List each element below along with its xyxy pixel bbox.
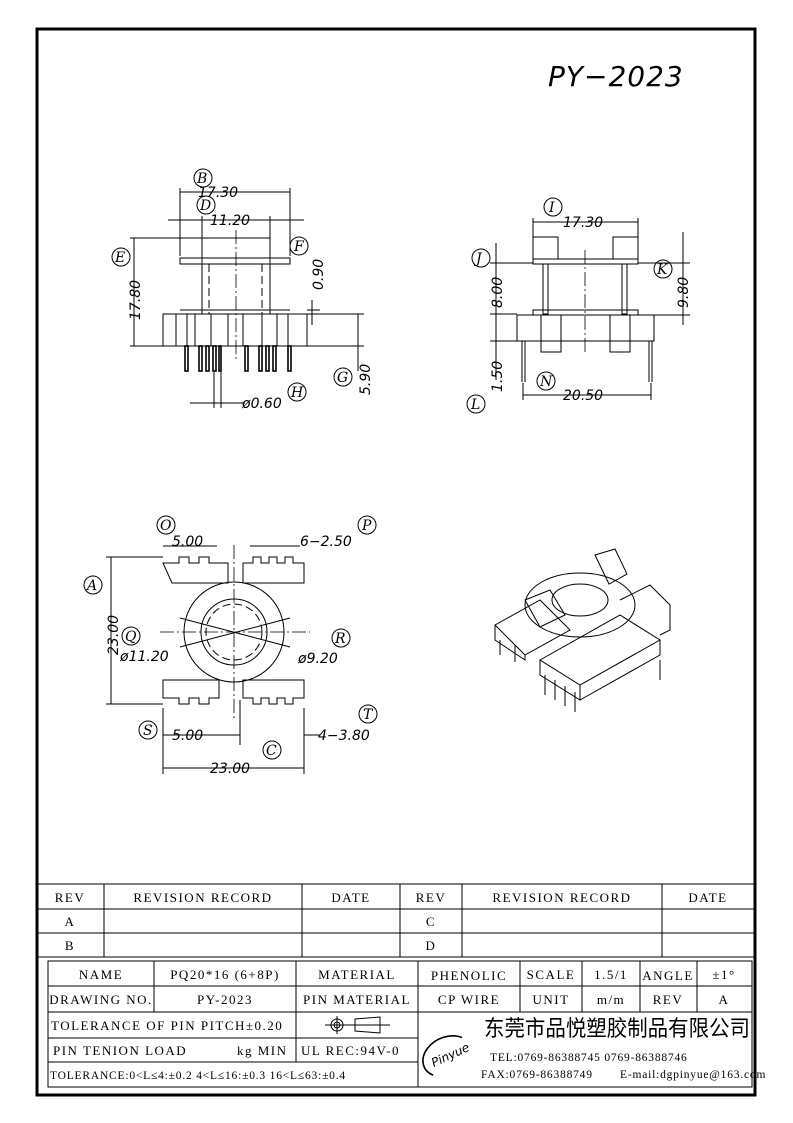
dim-k: 9.80 (676, 277, 692, 308)
balloons-side: I J K L N (466, 197, 673, 414)
scale-label: SCALE (527, 967, 576, 982)
svg-text:N: N (539, 374, 553, 390)
dim-b: 17.30 (198, 185, 238, 201)
dim-h: ø0.60 (241, 396, 282, 412)
svg-text:C: C (266, 743, 277, 759)
drawing-title: PY−2023 (548, 60, 684, 93)
rev-a: A (65, 914, 76, 929)
pin-material-label: PIN MATERIAL (303, 992, 411, 1007)
pin-pitch-tolerance: TOLERANCE OF PIN PITCH±0.20 (51, 1018, 283, 1033)
side-view: 17.30 8.00 9.80 1.50 20.50 I J K L N (466, 197, 692, 414)
svg-text:B: B (196, 171, 207, 187)
dim-r: ø9.20 (297, 651, 338, 667)
material-label: MATERIAL (318, 967, 396, 982)
svg-text:H: H (290, 385, 304, 401)
rev-b: B (65, 938, 75, 953)
name-label: NAME (79, 967, 123, 982)
dim-p: 6−2.50 (300, 534, 352, 550)
dim-s: 5.00 (172, 728, 203, 744)
tolerance-text: TOLERANCE:0<L≤4:±0.2 4<L≤16:±0.3 16<L≤63… (50, 1070, 346, 1082)
rev-value: A (719, 992, 730, 1007)
revision-table: REV REVISION RECORD DATE REV REVISION RE… (37, 883, 755, 958)
scale-value: 1.5/1 (594, 967, 628, 982)
date-header-1: DATE (331, 890, 370, 905)
front-view: 17.30 11.20 0.90 17.80 5.90 ø0.60 B D E … (111, 168, 374, 412)
title-block: NAME PQ20*16 (6+8P) MATERIAL PHENOLIC SC… (47, 960, 766, 1088)
pin-tension-label: PIN TENION LOAD (53, 1043, 187, 1058)
svg-text:I: I (548, 200, 555, 216)
company-fax: FAX:0769-86388749 (481, 1069, 593, 1081)
balloons-bottom: O P A Q R S T C (83, 515, 378, 760)
dim-e: 17.80 (128, 280, 144, 320)
dim-o: 5.00 (172, 534, 203, 550)
rev-header-1: REV (55, 890, 86, 905)
company-email: E-mail:dgpinyue@163.com (620, 1069, 766, 1081)
pin-tension-unit: kg MIN (237, 1043, 288, 1058)
svg-text:R: R (334, 631, 346, 647)
dim-g: 5.90 (358, 364, 374, 395)
dim-q: ø11.20 (119, 649, 169, 665)
date-header-2: DATE (688, 890, 727, 905)
dim-d: 11.20 (210, 213, 250, 229)
sheet-border (35, 27, 757, 1097)
ul-rec: UL REC:94V-0 (301, 1043, 400, 1058)
dim-c: 23.00 (210, 761, 250, 777)
revision-record-header-2: REVISION RECORD (492, 890, 631, 905)
balloons-front: B D E F G H (111, 168, 353, 402)
bottom-view: 5.00 6−2.50 23.00 ø11.20 ø9.20 5.00 4−3.… (83, 515, 378, 777)
drawing-no-label: DRAWING NO. (49, 992, 153, 1007)
rev-c: C (426, 914, 436, 929)
revision-record-header-1: REVISION RECORD (133, 890, 272, 905)
projection-symbol-icon (325, 1016, 390, 1034)
svg-text:D: D (199, 198, 211, 214)
company-name: 东莞市品悦塑胶制品有限公司 (484, 1017, 750, 1042)
dim-i: 17.30 (563, 215, 603, 231)
pin-material-value: CP WIRE (438, 992, 500, 1007)
rev-header-2: REV (416, 890, 447, 905)
angle-label: ANGLE (642, 968, 694, 983)
svg-text:L: L (470, 397, 480, 413)
name-value: PQ20*16 (6+8P) (170, 967, 280, 982)
svg-text:P: P (361, 518, 372, 534)
svg-text:T: T (363, 707, 374, 723)
dim-f: 0.90 (311, 259, 327, 290)
dim-n: 20.50 (563, 388, 603, 404)
svg-text:Pinyue: Pinyue (429, 1040, 471, 1070)
svg-text:J: J (473, 251, 483, 267)
svg-text:F: F (293, 239, 305, 255)
svg-text:G: G (337, 370, 348, 386)
svg-text:Q: Q (125, 629, 137, 645)
svg-text:A: A (85, 578, 97, 594)
dim-t: 4−3.80 (318, 728, 370, 744)
unit-label: UNIT (532, 992, 569, 1007)
drawing-no-value: PY-2023 (197, 992, 253, 1007)
svg-text:O: O (160, 518, 172, 534)
unit-value: m/m (597, 992, 625, 1007)
dim-j: 8.00 (490, 277, 506, 308)
company-tel: TEL:0769-86388745 0769-86388746 (490, 1052, 688, 1064)
svg-text:E: E (114, 250, 125, 266)
angle-value: ±1° (712, 967, 735, 982)
company-logo: Pinyue (422, 1035, 472, 1076)
dim-a: 23.00 (106, 615, 122, 655)
material-value: PHENOLIC (431, 968, 507, 983)
rev-label: REV (653, 992, 684, 1007)
rev-d: D (426, 938, 437, 953)
svg-text:K: K (656, 262, 669, 278)
dim-l: 1.50 (490, 361, 506, 392)
isometric-view (494, 548, 671, 712)
svg-text:S: S (143, 723, 153, 739)
